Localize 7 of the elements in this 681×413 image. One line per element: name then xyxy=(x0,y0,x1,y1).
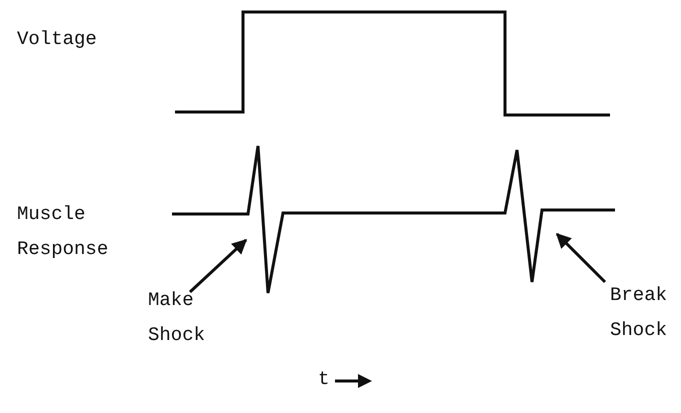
leader-line xyxy=(188,238,248,294)
trace-label: Voltage xyxy=(17,27,98,52)
trace-label: Muscle Response xyxy=(17,202,110,262)
callout-label: Break Shock xyxy=(610,278,680,348)
axis-label: t xyxy=(318,367,330,392)
callout-label: Make Shock xyxy=(148,283,228,353)
leader-line xyxy=(556,232,606,284)
